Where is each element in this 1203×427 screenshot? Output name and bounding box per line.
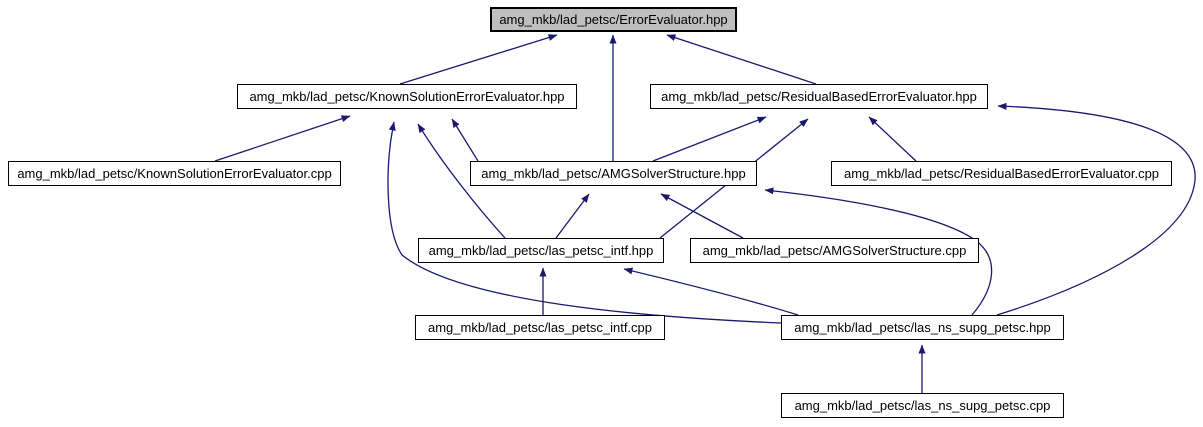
node-las-petsc-intf-hpp[interactable]: amg_mkb/lad_petsc/las_petsc_intf.hpp xyxy=(418,238,664,263)
edge-laspetscintf-hpp-to-knownsolution-hpp xyxy=(417,123,506,239)
edge-residualbased-hpp-to-errorevaluator xyxy=(666,34,817,85)
node-known-solution-error-evaluator-hpp[interactable]: amg_mkb/lad_petsc/KnownSolutionErrorEval… xyxy=(237,84,577,109)
node-amg-solver-structure-hpp[interactable]: amg_mkb/lad_petsc/AMGSolverStructure.hpp xyxy=(470,161,757,186)
node-las-ns-supg-petsc-cpp[interactable]: amg_mkb/lad_petsc/las_ns_supg_petsc.cpp xyxy=(781,393,1064,418)
node-residual-based-error-evaluator-hpp[interactable]: amg_mkb/lad_petsc/ResidualBasedErrorEval… xyxy=(650,84,988,109)
edge-residualbased-cpp-to-residualbased-hpp xyxy=(868,116,917,162)
edge-knownsolution-hpp-to-errorevaluator xyxy=(399,34,558,85)
node-residual-based-error-evaluator-cpp[interactable]: amg_mkb/lad_petsc/ResidualBasedErrorEval… xyxy=(831,161,1172,186)
edge-amgsolverstructure-hpp-to-residualbased-hpp xyxy=(652,116,767,162)
node-las-ns-supg-petsc-hpp[interactable]: amg_mkb/lad_petsc/las_ns_supg_petsc.hpp xyxy=(781,315,1064,340)
node-las-petsc-intf-cpp[interactable]: amg_mkb/lad_petsc/las_petsc_intf.cpp xyxy=(415,315,665,340)
edge-lasnssupg-hpp-to-amgsolverstructure-hpp xyxy=(764,187,993,316)
node-known-solution-error-evaluator-cpp[interactable]: amg_mkb/lad_petsc/KnownSolutionErrorEval… xyxy=(8,161,341,186)
edge-lasnssupg-hpp-to-knownsolution-hpp xyxy=(387,121,782,324)
edge-amgsolverstructure-hpp-to-knownsolution-hpp xyxy=(451,118,479,162)
node-error-evaluator-hpp[interactable]: amg_mkb/lad_petsc/ErrorEvaluator.hpp xyxy=(490,7,737,32)
edge-lasnssupg-hpp-to-residualbased-hpp xyxy=(996,102,1196,316)
edge-knownsolution-cpp-to-knownsolution-hpp xyxy=(214,115,351,162)
edge-laspetscintf-hpp-to-amgsolverstructure-hpp xyxy=(555,193,590,239)
node-amg-solver-structure-cpp[interactable]: amg_mkb/lad_petsc/AMGSolverStructure.cpp xyxy=(690,238,979,263)
edge-amgsolverstructure-cpp-to-amgsolverstructure-hpp xyxy=(660,193,744,239)
edge-lasnssupg-hpp-to-laspetscintf-hpp xyxy=(623,267,799,316)
